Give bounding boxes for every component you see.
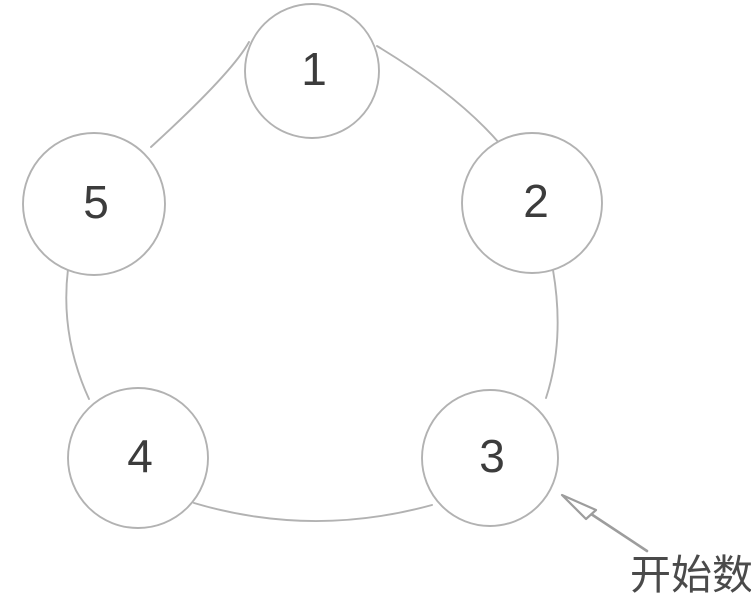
node-1-circle[interactable] [244,3,380,139]
node-2-circle[interactable] [461,132,603,274]
edge-2-3 [545,269,559,399]
node-group: 1 2 3 4 5 [22,3,603,529]
node-3-label: 3 [479,430,505,482]
node-4-label: 4 [127,430,153,482]
node-1[interactable]: 1 [244,3,380,139]
node-5-circle[interactable] [22,132,166,276]
edge-3-4 [193,502,433,522]
arrowhead-icon [560,493,598,521]
start-pointer-arrow [560,493,649,553]
node-4[interactable]: 4 [67,387,209,529]
node-5-label: 5 [83,176,109,228]
node-2-label: 2 [523,175,549,227]
node-3-circle[interactable] [421,389,559,527]
node-1-label: 1 [301,43,327,95]
edge-5-1 [150,41,250,148]
node-4-circle[interactable] [67,387,209,529]
pointer-shaft-line [583,508,649,553]
edge-4-5 [65,268,90,400]
node-3[interactable]: 3 [421,389,559,527]
node-2[interactable]: 2 [461,132,603,274]
node-5[interactable]: 5 [22,132,166,276]
start-pointer-label: 开始数 [630,551,751,599]
edge-1-2 [376,45,501,145]
edge-group [65,41,559,522]
